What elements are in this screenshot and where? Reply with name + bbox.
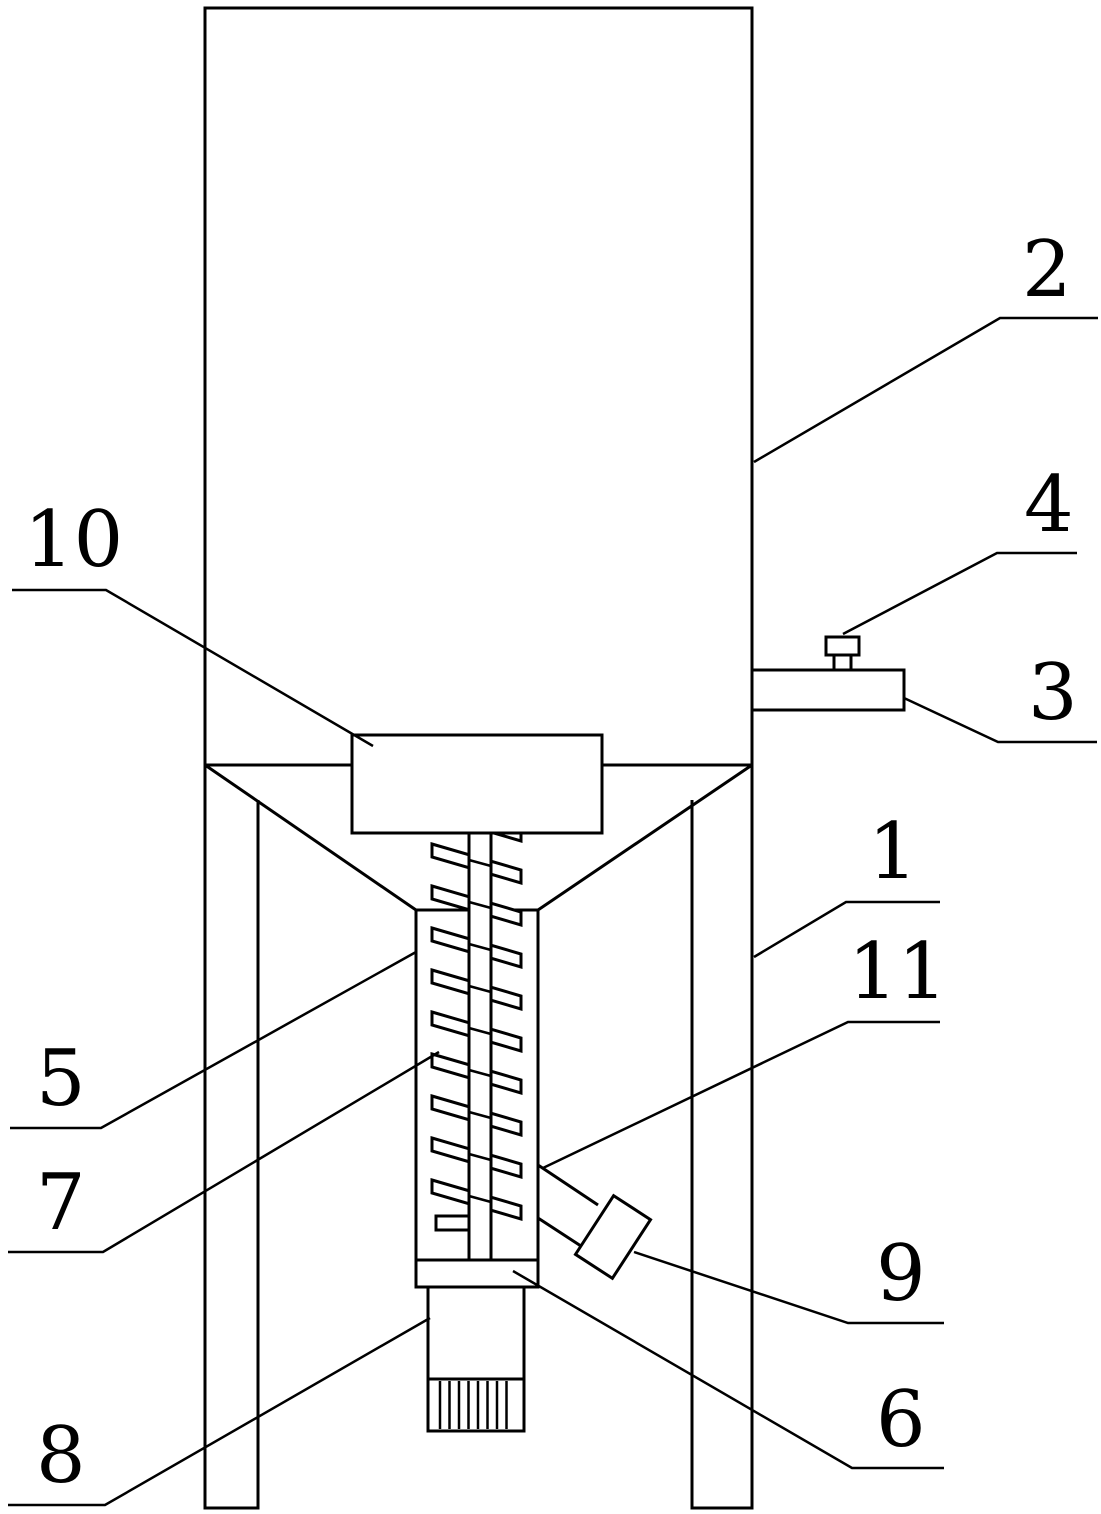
auger-helix-edge xyxy=(468,858,492,868)
label-2: 2 xyxy=(1022,225,1072,315)
part-labels: 2 4 3 10 1 11 5 7 9 6 8 xyxy=(24,225,1078,1501)
auger-helix-edge xyxy=(468,984,492,994)
leader-6 xyxy=(512,1269,944,1470)
brush-head xyxy=(426,1285,526,1433)
label-8: 8 xyxy=(36,1411,86,1501)
leader-4 xyxy=(842,551,1077,636)
auger-helix-edge xyxy=(468,1152,492,1162)
leader-11 xyxy=(542,1020,940,1170)
leader-2 xyxy=(753,316,1098,464)
auger-helix-edge xyxy=(468,1068,492,1078)
motor-box xyxy=(350,733,604,835)
leader-5 xyxy=(10,950,417,1130)
hopper-funnel xyxy=(204,763,753,912)
label-11: 11 xyxy=(848,927,947,1017)
auger-tab xyxy=(434,1214,471,1232)
label-6: 6 xyxy=(876,1375,926,1465)
leader-8 xyxy=(8,1316,431,1507)
label-1: 1 xyxy=(868,807,918,897)
auger-helix-edge xyxy=(468,1026,492,1036)
auger-helix-edge xyxy=(468,1110,492,1120)
label-10: 10 xyxy=(24,495,123,585)
leader-7 xyxy=(8,1050,440,1254)
leader-lines xyxy=(8,316,1098,1507)
side-box xyxy=(750,668,906,712)
left-leg xyxy=(203,765,260,1510)
screw-auger xyxy=(430,784,523,1262)
brush-bristles xyxy=(438,1381,508,1429)
label-9: 9 xyxy=(876,1229,926,1319)
leader-9 xyxy=(633,1250,944,1325)
outlet-pipe xyxy=(537,1163,599,1250)
leader-1 xyxy=(753,900,940,959)
label-5: 5 xyxy=(36,1034,86,1124)
auger-shaft-front xyxy=(467,784,493,1262)
label-4: 4 xyxy=(1024,460,1074,550)
auger-helix-edge xyxy=(468,942,492,952)
label-7: 7 xyxy=(36,1158,86,1248)
control-knob xyxy=(824,635,861,672)
auger-helix-edge xyxy=(468,1194,492,1204)
right-leg xyxy=(690,765,754,1510)
label-3: 3 xyxy=(1028,648,1078,738)
tank-body xyxy=(203,6,754,767)
valve xyxy=(573,1193,653,1281)
frame xyxy=(203,765,754,1510)
leader-3 xyxy=(903,696,1097,744)
auger-helix-edge xyxy=(468,900,492,910)
leader-10 xyxy=(12,588,374,748)
